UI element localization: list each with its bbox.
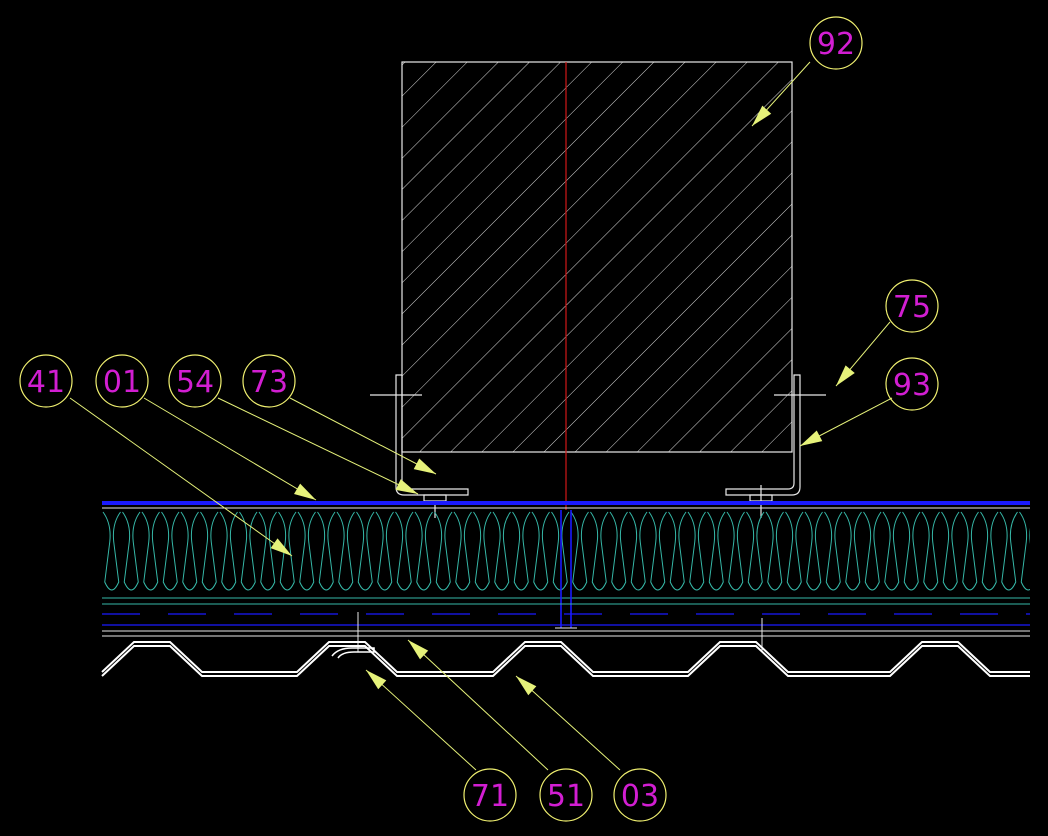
leader-71 xyxy=(365,669,477,771)
tag-93: 93 xyxy=(885,357,939,411)
vapour-layers xyxy=(102,603,1030,637)
insulation-bulbs xyxy=(102,511,1030,591)
leader-54-arrowhead xyxy=(395,479,418,494)
leader-01 xyxy=(143,397,317,501)
leader-51 xyxy=(407,639,549,771)
tag-41-label: 41 xyxy=(27,365,65,400)
leader-71-arrowhead xyxy=(366,670,387,690)
leader-51-arrowhead xyxy=(408,640,429,660)
insulation-layer xyxy=(102,511,1030,599)
tag-75: 75 xyxy=(885,279,939,333)
tag-54: 54 xyxy=(168,354,222,408)
fastener xyxy=(555,510,577,629)
tag-54-label: 54 xyxy=(176,365,214,400)
leader-03 xyxy=(515,675,621,771)
tag-01: 01 xyxy=(95,354,149,408)
leader-lines xyxy=(69,61,893,771)
tag-75-label: 75 xyxy=(893,290,931,325)
leader-92-arrowhead xyxy=(752,105,772,126)
tag-03-label: 03 xyxy=(621,779,659,814)
tag-71: 71 xyxy=(463,768,517,822)
tag-73-label: 73 xyxy=(250,365,288,400)
leader-75-arrowhead xyxy=(836,365,855,386)
tag-93-label: 93 xyxy=(893,368,931,403)
tag-51: 51 xyxy=(539,768,593,822)
leader-41 xyxy=(69,397,293,557)
tag-01-label: 01 xyxy=(103,365,141,400)
leader-41-arrowhead xyxy=(270,538,292,556)
top-membrane xyxy=(102,501,1030,509)
tag-03: 03 xyxy=(613,768,667,822)
leader-54 xyxy=(217,397,419,495)
tag-92: 92 xyxy=(809,16,863,70)
tag-71-label: 71 xyxy=(471,779,509,814)
tag-41: 41 xyxy=(19,354,73,408)
tag-73: 73 xyxy=(242,354,296,408)
steel-deck xyxy=(101,641,1030,677)
tag-51-label: 51 xyxy=(547,779,585,814)
leader-73 xyxy=(289,397,437,475)
timber-post xyxy=(401,61,793,453)
leader-93-arrowhead xyxy=(800,430,823,446)
leader-01-arrowhead xyxy=(294,483,316,500)
leader-73-arrowhead xyxy=(413,458,436,474)
tag-92-label: 92 xyxy=(817,27,855,62)
leader-03-arrowhead xyxy=(516,676,537,696)
